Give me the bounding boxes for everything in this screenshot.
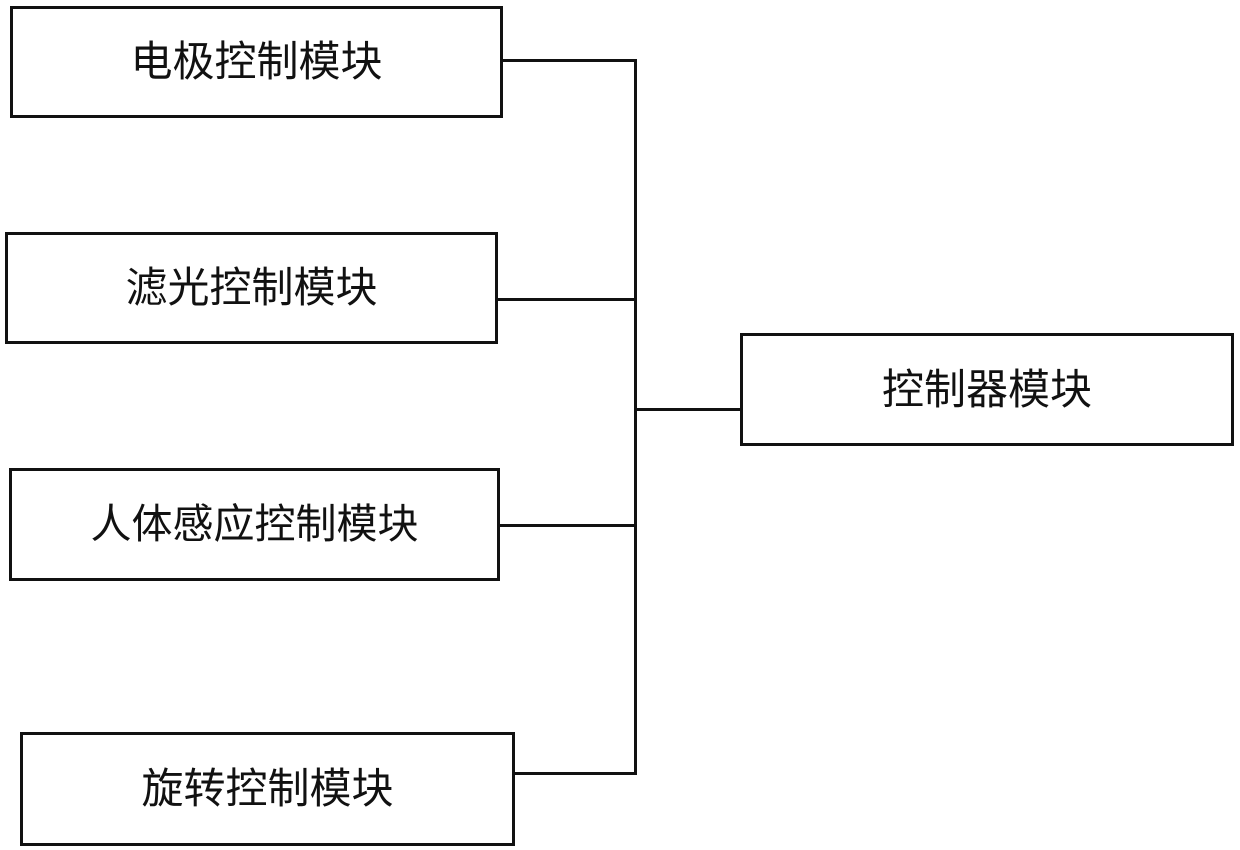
- connector-human-sensing: [500, 524, 637, 527]
- main-vertical-connector: [634, 59, 637, 775]
- connector-electrode: [503, 59, 637, 62]
- rotation-control-module-box: 旋转控制模块: [20, 732, 515, 846]
- electrode-control-module-box: 电极控制模块: [10, 6, 503, 118]
- filter-control-module-box: 滤光控制模块: [5, 232, 498, 344]
- controller-module-label: 控制器模块: [882, 369, 1092, 411]
- electrode-control-module-label: 电极控制模块: [130, 41, 382, 83]
- human-sensing-control-module-label: 人体感应控制模块: [91, 504, 419, 545]
- filter-control-module-label: 滤光控制模块: [125, 267, 377, 309]
- connector-filter: [498, 298, 637, 301]
- connector-rotation: [515, 772, 637, 775]
- rotation-control-module-label: 旋转控制模块: [141, 768, 393, 810]
- connector-controller: [634, 408, 740, 411]
- controller-module-box: 控制器模块: [740, 333, 1234, 446]
- human-sensing-control-module-box: 人体感应控制模块: [9, 468, 500, 581]
